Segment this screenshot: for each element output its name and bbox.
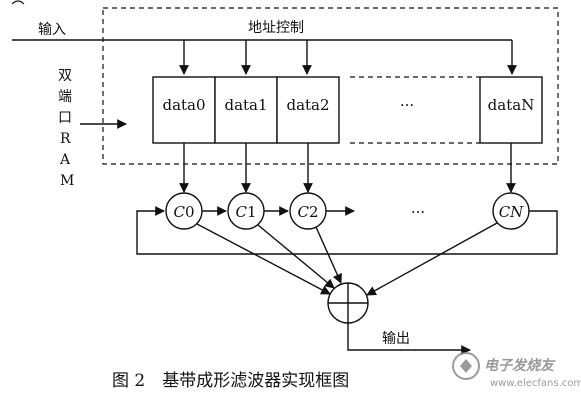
ram-label-4: R [60,131,71,147]
watermark-logo-mark-icon [460,359,472,373]
cN-to-sum [366,222,498,296]
watermark-cn: 电子发烧友 [484,357,556,374]
input-label: 输入 [38,22,66,38]
watermark-logo-icon [452,352,480,380]
c1-to-sum [257,224,335,289]
address-control-label: 地址控制 [248,20,304,36]
coef-c2-label: C2 [297,203,318,221]
feedback-loop [136,206,558,255]
ram-label-6: M [60,173,74,189]
watermark-url: www.elecfans.com [490,378,581,389]
coef-c1-label: C1 [235,203,256,221]
c0-to-sum [196,223,331,295]
coef-ellipsis: ··· [411,203,425,221]
ram-label-5: A [59,152,71,168]
figure-caption: 图 2 基带成形滤波器实现框图 [112,371,349,391]
register-dataN [479,76,543,144]
output-arrow [347,323,471,355]
register-ellipsis: ··· [400,96,414,114]
register-data1 [214,76,278,144]
register-dataN-label: dataN [488,96,535,114]
output-label: 输出 [382,331,410,347]
watermark: 电子发烧友 www.elecfans.com [452,352,581,389]
register-data2 [276,76,340,144]
c2-to-sum [315,226,342,284]
coef-c0-label: C0 [173,203,194,221]
dual-port-ram-boundary [102,7,559,165]
ram-label-3: 口 [58,110,72,126]
ram-label-2: 端 [58,89,72,105]
register-data0-label: data0 [162,96,205,114]
cropped-top-fragment [11,0,25,5]
register-data2-label: data2 [286,96,329,114]
ram-label-1: 双 [58,68,72,84]
register-data1-label: data1 [224,96,267,114]
coef-cN-label: CN [499,203,524,221]
